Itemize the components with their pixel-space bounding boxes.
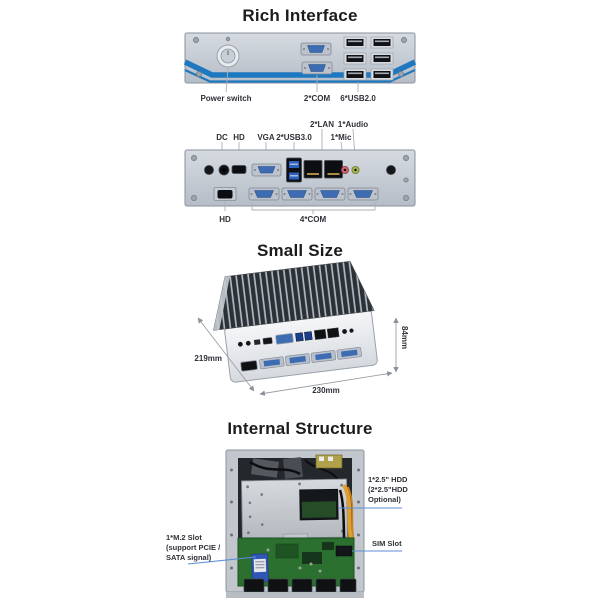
vga-port [251, 163, 282, 177]
chassis-graphic [225, 449, 365, 598]
device-3d-graphic [213, 260, 378, 383]
heatsink-edge [213, 276, 230, 331]
m2-ssd [251, 553, 269, 583]
rear-panel-graphic [184, 149, 416, 207]
rail-screws [230, 468, 360, 570]
dimension-height-label: 84mm [400, 326, 409, 349]
dc-jack [218, 164, 230, 176]
internal-cables [249, 457, 339, 481]
audio-jack [351, 166, 360, 175]
rear-com-ports [248, 187, 379, 201]
usb3-ports [286, 157, 302, 183]
m2-label-line1: 1*M.2 Slot [166, 533, 202, 542]
rear-hd-top-label: HD [233, 133, 245, 142]
usb2-port-grid [343, 36, 394, 81]
front-com-port-1 [300, 42, 332, 56]
chassis-bottom-edge [226, 592, 364, 598]
panel-screws [193, 36, 407, 77]
dimension-lines [197, 317, 399, 396]
rear-com-label: 4*COM [300, 215, 327, 224]
device-3d-figure: 219mm 230mm 84mm [194, 260, 409, 396]
internal-leader-lines [187, 507, 402, 565]
internal-structure-title: Internal Structure [227, 419, 373, 438]
dimension-depth-label: 219mm [194, 354, 222, 363]
rear-lan-label: 2*LAN [310, 120, 334, 129]
antenna-hole-left [204, 165, 214, 175]
m2-label-line2: (support PCIE / [166, 543, 221, 552]
heatsink-fins [213, 260, 375, 331]
power-board [315, 454, 343, 469]
hdd-label-line1: 1*2.5" HDD [368, 475, 408, 484]
internal-structure-figure: 1*2.5" HDD (2*2.5"HDD Optional) 1*M.2 Sl… [166, 449, 408, 598]
mic-jack [340, 166, 349, 175]
sim-slot [335, 545, 353, 557]
front-usb-label: 6*USB2.0 [340, 94, 376, 103]
bottom-connectors [243, 578, 357, 593]
hdd-label-line2: (2*2.5"HDD [368, 485, 408, 494]
rich-interface-title: Rich Interface [242, 6, 358, 25]
hdd-label-line3: Optional) [368, 495, 401, 504]
rear-dc-label: DC [216, 133, 228, 142]
hdmi-port-top [231, 165, 247, 174]
front-power-label: Power switch [200, 94, 251, 103]
hdd-bracket [241, 478, 348, 543]
panel-screws [191, 155, 409, 201]
dimension-width-label: 230mm [312, 386, 340, 395]
rear-audio-label: 1*Audio [338, 120, 368, 129]
rear-usb3-label: 2*USB3.0 [276, 133, 312, 142]
front-panel-graphic [183, 32, 417, 93]
rear-panel-figure: 2*LAN 1*Audio DC HD VGA 2*USB3.0 1*Mic [184, 120, 416, 224]
rear-vga-label: VGA [257, 133, 275, 142]
rear-mic-label: 1*Mic [331, 133, 352, 142]
power-button [216, 44, 240, 68]
antenna-hole-right [386, 165, 396, 175]
rear-leader-lines-bottom [224, 201, 376, 214]
small-size-title: Small Size [256, 241, 344, 260]
sim-label: SIM Slot [372, 539, 402, 548]
m2-label-line3: SATA signal) [166, 553, 212, 562]
front-panel-figure: Power switch 2*COM 6*USB2.0 [183, 32, 417, 103]
rear-hd-bottom-label: HD [219, 215, 231, 224]
hdmi-port-bottom [213, 187, 237, 201]
front-com-port-2 [301, 61, 333, 75]
front-com-label: 2*COM [304, 94, 331, 103]
lan-ports [303, 160, 343, 179]
leader-lines [225, 67, 359, 93]
